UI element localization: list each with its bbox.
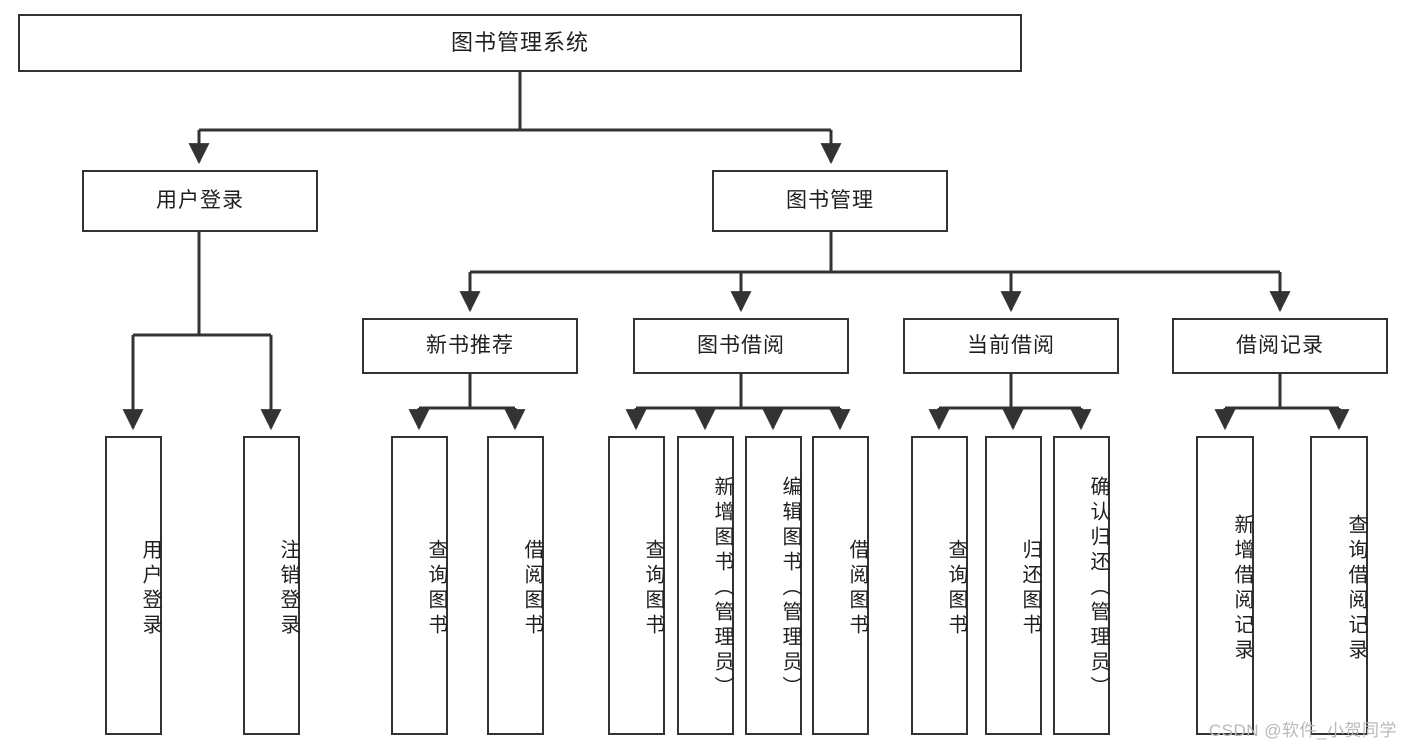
leaf-confirm-return-admin[interactable]: 确认归还（管理员） (1053, 436, 1110, 735)
leaf-edit-book-admin[interactable]: 编辑图书（管理员） (745, 436, 802, 735)
leaf-confirm-return-admin-label: 确认归还（管理员） (1087, 476, 1109, 701)
node-borrow-record[interactable]: 借阅记录 (1172, 318, 1388, 374)
leaf-borrow-book-new[interactable]: 借阅图书 (487, 436, 544, 735)
leaf-return-book-label: 归还图书 (1019, 538, 1041, 639)
leaf-query-book-new-label: 查询图书 (425, 538, 447, 639)
leaf-query-book-current-label: 查询图书 (945, 538, 967, 639)
leaf-borrow-book[interactable]: 借阅图书 (812, 436, 869, 735)
node-book-borrow[interactable]: 图书借阅 (633, 318, 849, 374)
leaf-add-book-admin[interactable]: 新增图书（管理员） (677, 436, 734, 735)
leaf-query-borrow-record[interactable]: 查询借阅记录 (1310, 436, 1368, 735)
leaf-query-book-new[interactable]: 查询图书 (391, 436, 448, 735)
leaf-return-book[interactable]: 归还图书 (985, 436, 1042, 735)
node-book-management[interactable]: 图书管理 (712, 170, 948, 232)
node-borrow-record-label: 借阅记录 (1236, 334, 1324, 358)
leaf-borrow-book-label: 借阅图书 (846, 538, 868, 639)
leaf-borrow-book-new-label: 借阅图书 (521, 538, 543, 639)
leaf-add-borrow-record-label: 新增借阅记录 (1231, 513, 1253, 664)
node-current-borrow-label: 当前借阅 (967, 334, 1055, 358)
leaf-add-borrow-record[interactable]: 新增借阅记录 (1196, 436, 1254, 735)
node-user-login[interactable]: 用户登录 (82, 170, 318, 232)
leaf-user-login-label: 用户登录 (139, 538, 161, 639)
node-new-book-recommend-label: 新书推荐 (426, 334, 514, 358)
leaf-add-book-admin-label: 新增图书（管理员） (711, 476, 733, 701)
node-book-borrow-label: 图书借阅 (697, 334, 785, 358)
leaf-logout[interactable]: 注销登录 (243, 436, 300, 735)
node-new-book-recommend[interactable]: 新书推荐 (362, 318, 578, 374)
node-book-management-label: 图书管理 (786, 189, 874, 213)
leaf-query-book-borrow[interactable]: 查询图书 (608, 436, 665, 735)
leaf-query-book-borrow-label: 查询图书 (642, 538, 664, 639)
leaf-query-book-current[interactable]: 查询图书 (911, 436, 968, 735)
node-user-login-label: 用户登录 (156, 189, 244, 213)
leaf-logout-label: 注销登录 (277, 538, 299, 639)
csdn-watermark: CSDN @软件_小贺同学 (1208, 721, 1397, 740)
leaf-query-borrow-record-label: 查询借阅记录 (1345, 513, 1367, 664)
node-current-borrow[interactable]: 当前借阅 (903, 318, 1119, 374)
leaf-user-login[interactable]: 用户登录 (105, 436, 162, 735)
node-root[interactable]: 图书管理系统 (18, 14, 1022, 72)
leaf-edit-book-admin-label: 编辑图书（管理员） (779, 476, 801, 701)
node-root-label: 图书管理系统 (450, 29, 589, 55)
